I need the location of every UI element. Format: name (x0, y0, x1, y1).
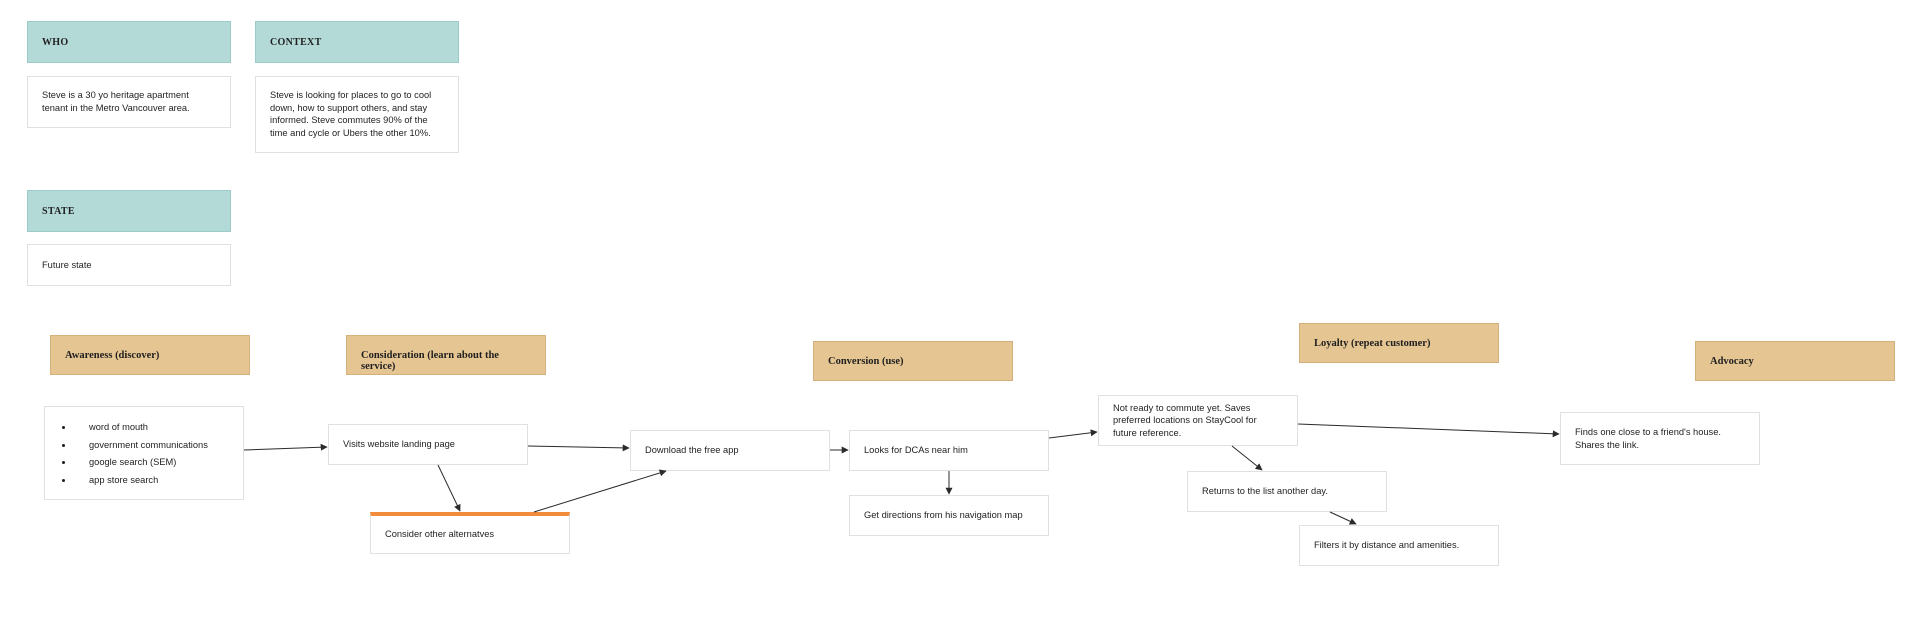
who-text: Steve is a 30 yo heritage apartment tena… (42, 90, 190, 113)
visit-site-card: Visits website landing page (328, 424, 528, 465)
arrow-alternatives-to-download (533, 469, 667, 513)
not-ready-card: Not ready to commute yet. Saves preferre… (1098, 395, 1298, 446)
returns-to-list-text: Returns to the list another day. (1202, 486, 1328, 497)
arrow-not-ready-to-returns (1231, 445, 1263, 471)
looks-for-dcas-card: Looks for DCAs near him (849, 430, 1049, 471)
state-card: Future state (27, 244, 231, 286)
get-directions-text: Get directions from his navigation map (864, 510, 1023, 521)
arrow-channels-to-visit (243, 443, 328, 451)
arrow-returns-to-filters (1329, 511, 1357, 525)
stage-advocacy: Advocacy (1695, 341, 1895, 381)
state-title: STATE (42, 206, 75, 217)
stage-awareness: Awareness (discover) (50, 335, 250, 375)
list-item: word of mouth (74, 421, 229, 434)
download-app-text: Download the free app (645, 445, 739, 456)
context-header: CONTEXT (255, 21, 459, 63)
stage-awareness-label: Awareness (discover) (65, 350, 160, 361)
context-card: Steve is looking for places to go to coo… (255, 76, 459, 153)
consider-alternatives-card: Consider other alternatves (370, 512, 570, 554)
stage-consideration-label: Consideration (learn about the service) (361, 350, 499, 372)
filters-list-card: Filters it by distance and amenities. (1299, 525, 1499, 566)
context-title: CONTEXT (270, 37, 322, 48)
arrow-not-ready-to-finds-one (1297, 423, 1560, 438)
list-item: app store search (74, 474, 229, 487)
visit-site-text: Visits website landing page (343, 439, 455, 450)
arrow-visit-to-download (527, 444, 630, 452)
arrow-visit-to-alternatives (437, 464, 461, 512)
filters-list-text: Filters it by distance and amenities. (1314, 540, 1460, 551)
finds-one-text: Finds one close to a friend's house. Sha… (1575, 426, 1721, 450)
download-app-card: Download the free app (630, 430, 830, 471)
list-item: government communications (74, 439, 229, 452)
stage-loyalty-label: Loyalty (repeat customer) (1314, 338, 1431, 349)
who-card: Steve is a 30 yo heritage apartment tena… (27, 76, 231, 128)
stage-loyalty: Loyalty (repeat customer) (1299, 323, 1499, 363)
looks-for-dcas-text: Looks for DCAs near him (864, 445, 968, 456)
not-ready-text: Not ready to commute yet. Saves preferre… (1113, 402, 1257, 438)
state-text: Future state (42, 259, 92, 270)
finds-one-card: Finds one close to a friend's house. Sha… (1560, 412, 1760, 465)
consider-alternatives-text: Consider other alternatves (385, 529, 495, 540)
stage-conversion: Conversion (use) (813, 341, 1013, 381)
get-directions-card: Get directions from his navigation map (849, 495, 1049, 536)
who-header: WHO (27, 21, 231, 63)
arrow-dcas-to-not-ready (1048, 429, 1098, 439)
state-header: STATE (27, 190, 231, 232)
stage-advocacy-label: Advocacy (1710, 356, 1754, 367)
who-title: WHO (42, 37, 69, 48)
channels-card: word of mouth government communications … (44, 406, 244, 500)
list-item: google search (SEM) (74, 456, 229, 469)
channel-list: word of mouth government communications … (59, 421, 229, 487)
context-text: Steve is looking for places to go to coo… (270, 90, 432, 138)
returns-to-list-card: Returns to the list another day. (1187, 471, 1387, 512)
stage-consideration: Consideration (learn about the service) (346, 335, 546, 375)
stage-conversion-label: Conversion (use) (828, 356, 904, 367)
